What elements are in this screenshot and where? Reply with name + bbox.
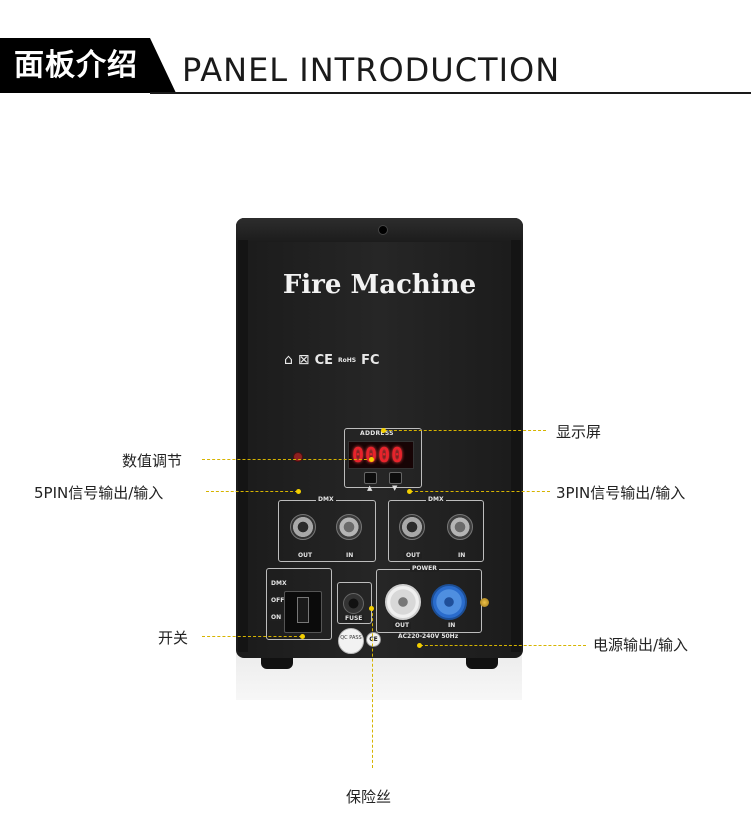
ground-screw-icon	[480, 598, 489, 607]
dmx-5pin-in-label: IN	[344, 552, 356, 559]
callout-dot-adjust	[369, 457, 374, 462]
address-down-button[interactable]	[389, 472, 402, 484]
fc-mark: FC	[361, 352, 380, 368]
indicator-led-icon	[293, 452, 303, 462]
dmx-5pin-out-connector[interactable]	[290, 514, 316, 540]
weee-bin-icon: ⊠	[297, 352, 310, 368]
address-label: ADDRESS	[360, 430, 394, 437]
callout-line-switch	[202, 636, 302, 637]
callout-dot-switch	[300, 634, 305, 639]
callout-3pin-label: 3PIN信号输出/输入	[556, 484, 686, 502]
callout-line-display	[384, 430, 546, 431]
recycle-home-icon: ⌂	[284, 352, 293, 368]
led-display: 0000	[348, 441, 414, 469]
header-title-english: PANEL INTRODUCTION	[182, 51, 561, 89]
dmx-5pin-in-connector[interactable]	[336, 514, 362, 540]
qc-sticker: QC PASS	[338, 628, 364, 654]
callout-line-fuse	[372, 608, 373, 768]
power-in-connector[interactable]	[431, 584, 467, 620]
certification-marks: ⌂ ⊠ CE RoHS FC	[284, 352, 380, 368]
callout-display-label: 显示屏	[556, 423, 602, 441]
switch-off-label: OFF	[269, 597, 287, 604]
callout-line-5pin	[206, 491, 298, 492]
fuse-label: FUSE	[343, 615, 365, 622]
address-up-button[interactable]	[364, 472, 377, 484]
switch-frame	[266, 568, 332, 640]
fuse-frame	[337, 582, 372, 624]
callout-switch-label: 开关	[158, 629, 189, 647]
dmx-3pin-out-label: OUT	[404, 552, 423, 559]
fuse-holder[interactable]	[343, 593, 364, 614]
device-side-left	[238, 240, 248, 652]
down-arrow-icon: ▼	[392, 484, 398, 492]
callout-line-3pin	[410, 491, 550, 492]
callout-line-adjust	[202, 459, 372, 460]
header-title-chinese: 面板介绍	[14, 48, 138, 83]
voltage-label: AC220-240V 50Hz	[398, 633, 459, 640]
led-value: 0000	[352, 443, 405, 467]
dmx-5pin-out-label: OUT	[296, 552, 315, 559]
power-label: POWER	[410, 565, 439, 572]
dmx-3pin-in-connector[interactable]	[447, 514, 473, 540]
dmx-3pin-out-connector[interactable]	[399, 514, 425, 540]
switch-on-label: ON	[269, 614, 284, 621]
header-underline	[150, 92, 751, 94]
ce-sticker: CE	[366, 632, 381, 647]
power-out-label: OUT	[393, 622, 412, 629]
ce-mark: CE	[314, 352, 334, 368]
callout-fuse-label: 保险丝	[346, 788, 392, 806]
up-arrow-icon: ▲	[367, 484, 373, 492]
dmx-3pin-label: DMX	[426, 496, 446, 503]
dmx-5pin-label: DMX	[316, 496, 336, 503]
callout-adjust-label: 数值调节	[122, 452, 183, 470]
callout-dot-power	[417, 643, 422, 648]
callout-dot-fuse	[369, 606, 374, 611]
power-out-connector[interactable]	[385, 584, 421, 620]
switch-dmx-label: DMX	[269, 580, 289, 587]
callout-dot-5pin	[296, 489, 301, 494]
dmx-3pin-in-label: IN	[456, 552, 468, 559]
rocker-toggle-icon	[297, 597, 309, 623]
callout-5pin-label: 5PIN信号输出/输入	[34, 484, 164, 502]
rohs-mark: RoHS	[338, 356, 357, 364]
power-in-label: IN	[446, 622, 458, 629]
callout-dot-display	[381, 428, 386, 433]
callout-dot-3pin	[407, 489, 412, 494]
callout-line-power	[420, 645, 586, 646]
top-screw-icon	[378, 225, 388, 235]
header-tab-background	[0, 38, 176, 93]
brand-label: Fire Machine	[282, 270, 477, 300]
device-side-right	[511, 240, 521, 652]
callout-power-label: 电源输出/输入	[593, 636, 689, 654]
